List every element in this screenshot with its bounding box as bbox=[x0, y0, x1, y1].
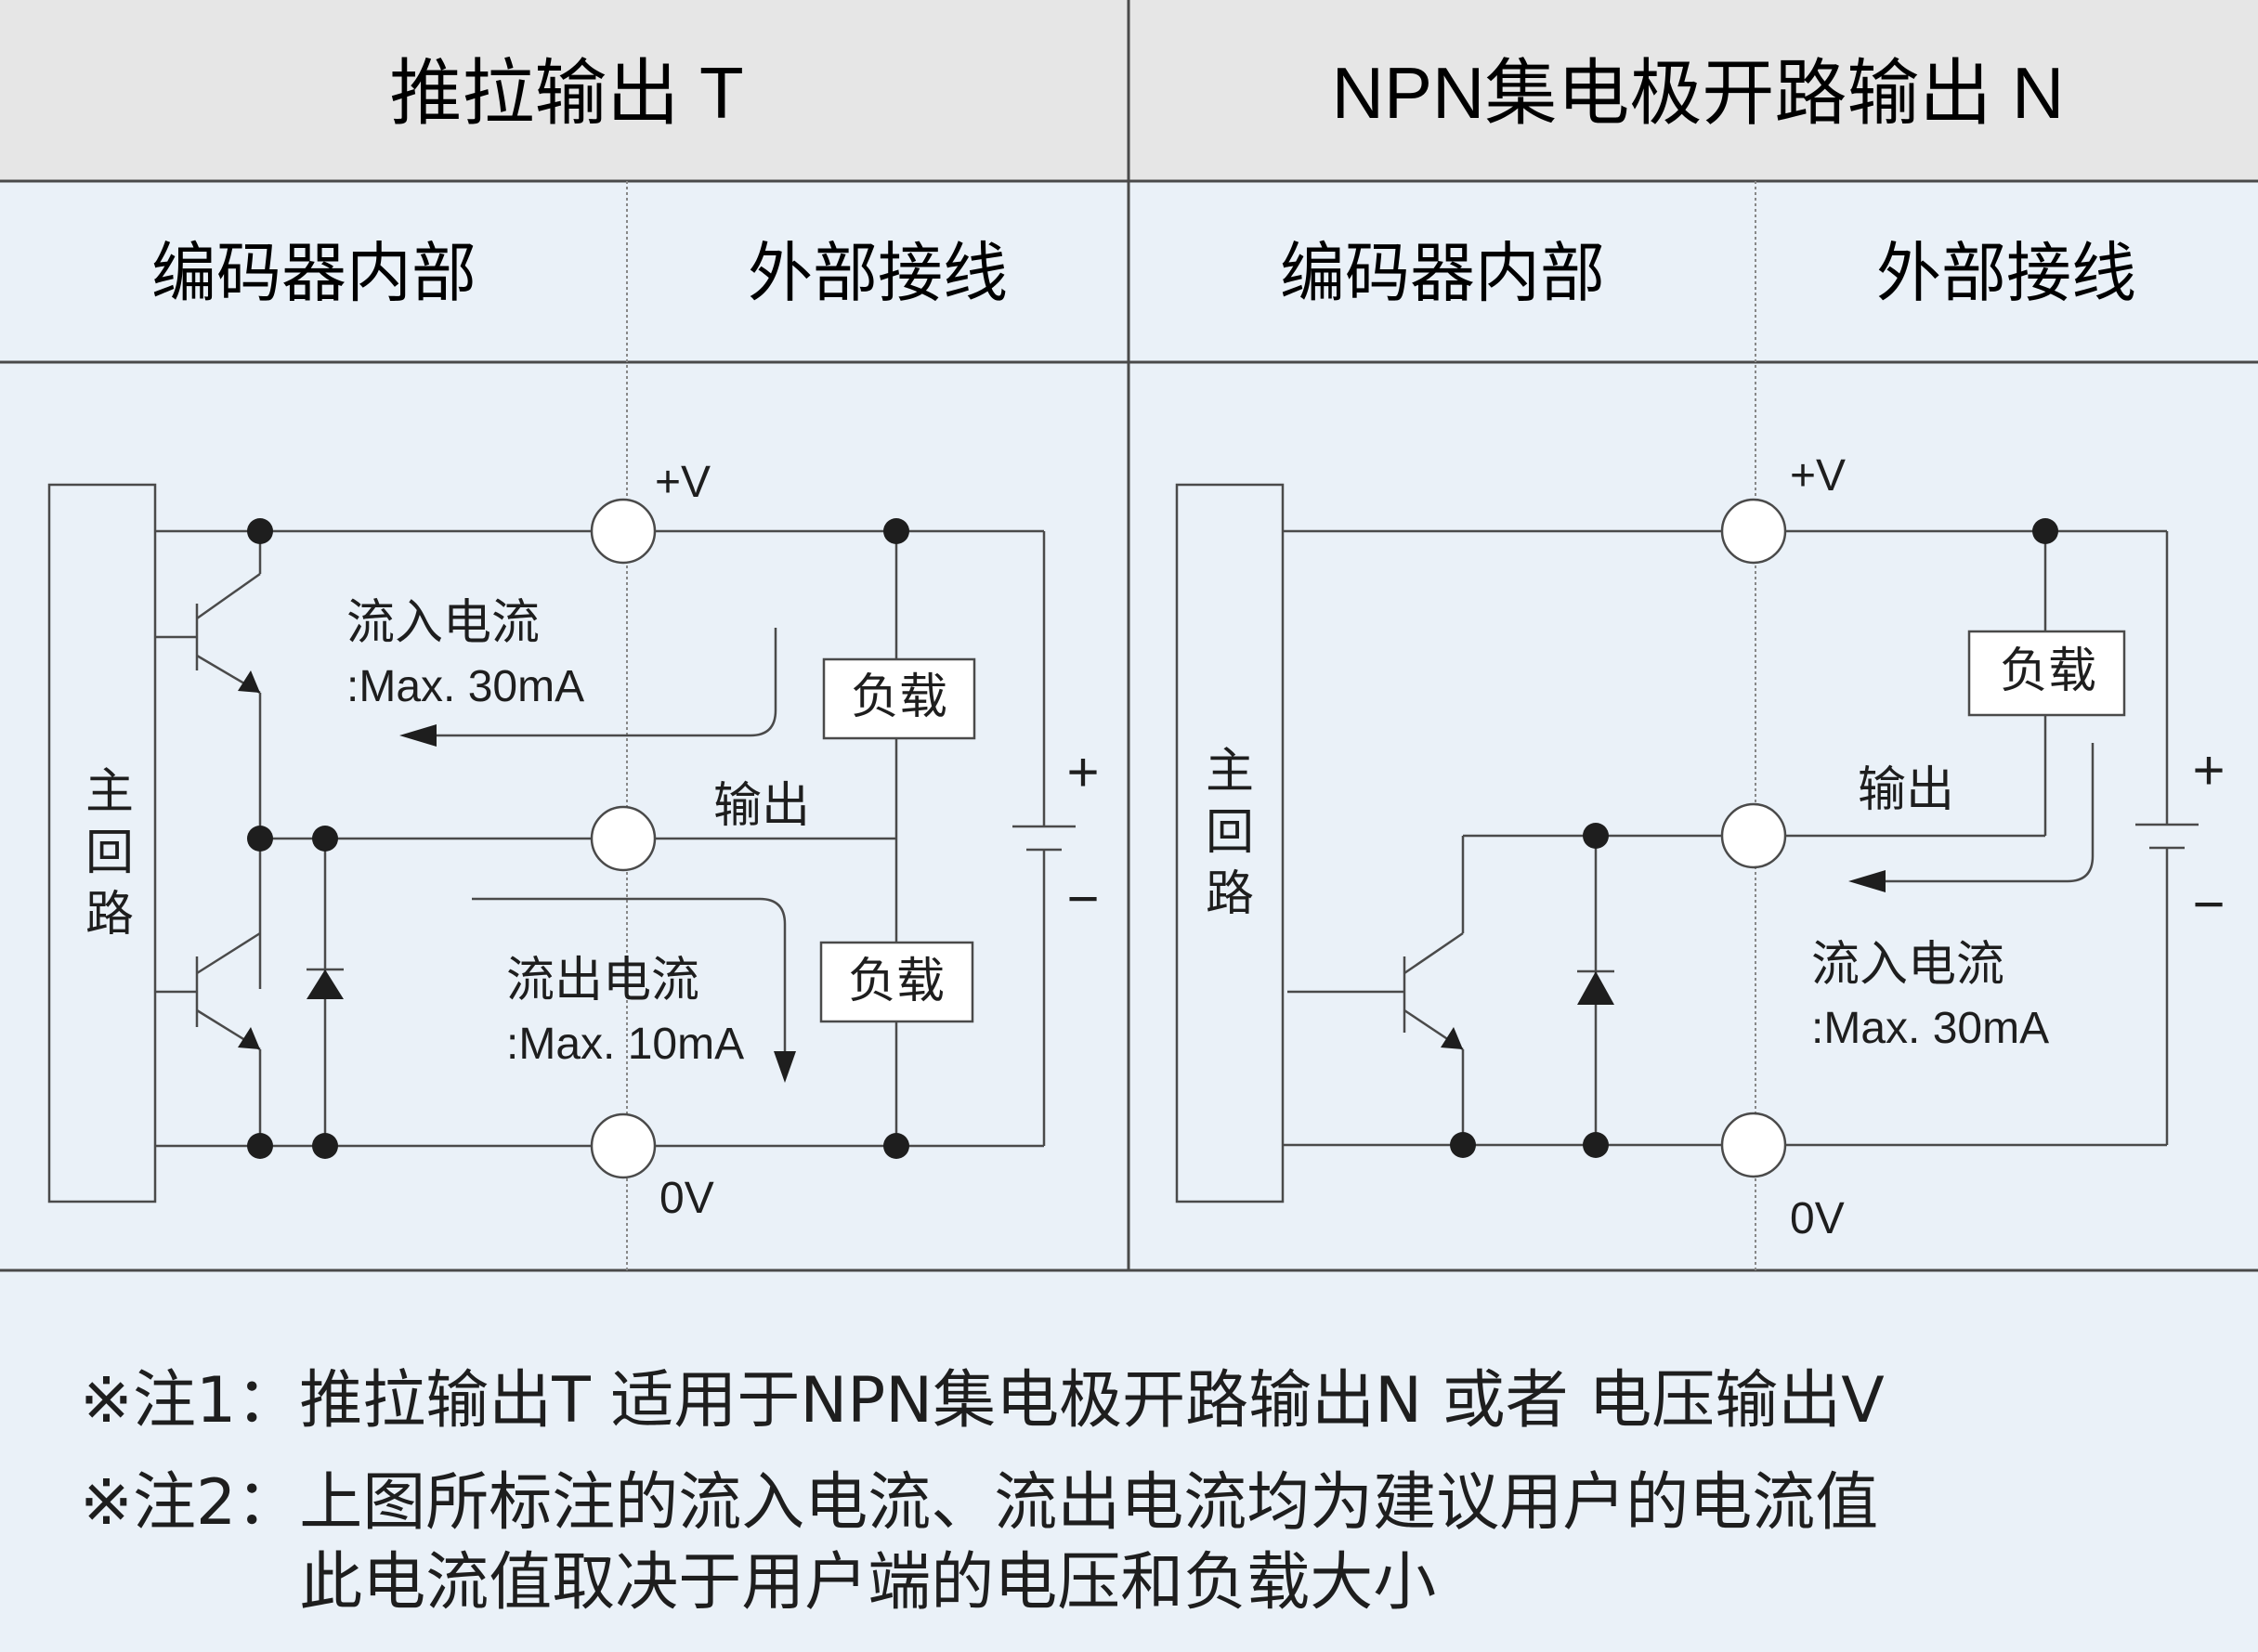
push-pull-circuit bbox=[47, 483, 1076, 1203]
main-circuit-char-1: 主 bbox=[85, 764, 134, 820]
push-pull-title: 推拉输出 T bbox=[389, 52, 743, 134]
output-label: 输出 bbox=[713, 778, 810, 834]
main-circuit-char-1: 主 bbox=[1206, 744, 1254, 800]
npn-circuit bbox=[1175, 483, 2199, 1203]
junction-dot bbox=[312, 826, 338, 852]
load-label: 负载 bbox=[2000, 644, 2096, 699]
junction-dot bbox=[883, 1133, 909, 1159]
right-external-wiring-label: 外部接线 bbox=[1876, 235, 2136, 311]
output-terminal bbox=[1720, 802, 1787, 869]
sink-current-max: :Max. 30mA bbox=[1811, 1004, 2049, 1053]
junction-dot bbox=[1583, 1132, 1609, 1158]
main-circuit-box bbox=[1175, 483, 1285, 1203]
main-circuit-char-3: 路 bbox=[1206, 866, 1254, 922]
output-label: 输出 bbox=[1858, 762, 1954, 818]
main-circuit-char-2: 回 bbox=[1206, 805, 1254, 861]
diode-triangle bbox=[307, 969, 344, 999]
push-pull-marks bbox=[238, 498, 909, 1179]
battery-minus-label: − bbox=[2192, 873, 2225, 935]
junction-dot bbox=[1583, 823, 1609, 849]
battery-plus-label: + bbox=[1066, 741, 1099, 803]
note-1-text: 推拉输出T 适用于NPN集电极开路输出N 或者 电压输出V bbox=[299, 1364, 1885, 1437]
sink-current-label: 流入电流 bbox=[1811, 937, 2004, 993]
sink-current-arrowhead bbox=[399, 724, 437, 747]
load-label-bottom: 负载 bbox=[848, 954, 945, 1009]
zero-v-label: 0V bbox=[1790, 1194, 1845, 1243]
battery-plus-label: + bbox=[2192, 739, 2225, 801]
source-current-label: 流出电流 bbox=[506, 953, 699, 1008]
right-encoder-internal-label: 编码器内部 bbox=[1280, 235, 1605, 311]
note-2: ※注2： 上图所标注的流入电流、流出电流均为建议用户的电流值 此电流值取决于用户… bbox=[80, 1463, 2216, 1623]
junction-dot bbox=[883, 518, 909, 544]
diode-triangle bbox=[1577, 971, 1614, 1005]
sink-current-arrowhead bbox=[1848, 870, 1886, 892]
main-circuit-char-2: 回 bbox=[85, 826, 134, 881]
junction-dot bbox=[247, 826, 273, 852]
npn-labels: 主 回 路 +V 0V 输出 流入电流 :Max. 30mA 负载 + − bbox=[1206, 451, 2225, 1243]
source-current-arrow-path bbox=[472, 897, 787, 1057]
junction-dot bbox=[312, 1133, 338, 1159]
sink-current-arrow-path bbox=[1883, 743, 2095, 883]
transistor-emitter-arrow bbox=[1441, 1027, 1463, 1049]
battery-minus-label: − bbox=[1066, 867, 1099, 930]
npn-title: NPN集电极开路输出 N bbox=[1332, 52, 2065, 134]
junction-dot bbox=[247, 518, 273, 544]
sink-current-max: :Max. 30mA bbox=[346, 662, 584, 711]
source-current-max: :Max. 10mA bbox=[506, 1020, 744, 1069]
zero-v-terminal bbox=[1720, 1112, 1787, 1178]
sink-current-label: 流入电流 bbox=[346, 595, 540, 651]
left-encoder-internal-label: 编码器内部 bbox=[151, 235, 476, 311]
transistor-collector bbox=[1403, 931, 1464, 975]
output-terminal bbox=[590, 805, 657, 872]
load-box bbox=[1967, 630, 2126, 717]
source-current-arrowhead bbox=[774, 1051, 796, 1083]
lower-transistor-collector bbox=[196, 931, 261, 975]
note-2-mark: ※注2： bbox=[80, 1466, 300, 1540]
note-1-mark: ※注1： bbox=[80, 1364, 300, 1437]
load-box-top bbox=[822, 657, 976, 740]
note-2-text: 上图所标注的流入电流、流出电流均为建议用户的电流值 此电流值取决于用户端的电压和… bbox=[299, 1466, 1879, 1619]
load-label-top: 负载 bbox=[851, 670, 947, 725]
upper-transistor-emitter-arrow bbox=[238, 670, 260, 693]
load-box-bottom bbox=[819, 941, 974, 1023]
vplus-label: +V bbox=[655, 458, 711, 507]
vplus-label: +V bbox=[1790, 451, 1846, 501]
main-circuit-char-3: 路 bbox=[85, 887, 134, 943]
npn-marks bbox=[1441, 498, 2058, 1178]
sink-current-arrow-path bbox=[435, 628, 777, 737]
junction-dot bbox=[247, 1133, 273, 1159]
lower-transistor-emitter-arrow bbox=[238, 1027, 260, 1049]
vplus-terminal bbox=[1720, 498, 1787, 565]
push-pull-labels: 主 回 路 +V 0V 输出 流入电流 :Max. 30mA 流出电流 :Max… bbox=[85, 458, 1100, 1223]
main-circuit-box bbox=[47, 483, 157, 1203]
junction-dot bbox=[1450, 1132, 1476, 1158]
junction-dot bbox=[2032, 518, 2058, 544]
note-1: ※注1： 推拉输出T 适用于NPN集电极开路输出N 或者 电压输出V bbox=[80, 1361, 2216, 1441]
vplus-terminal bbox=[590, 498, 657, 565]
zero-v-terminal bbox=[590, 1112, 657, 1179]
notes: ※注1： 推拉输出T 适用于NPN集电极开路输出N 或者 电压输出V ※注2： … bbox=[80, 1361, 2216, 1623]
upper-transistor-collector bbox=[196, 572, 261, 620]
zero-v-label: 0V bbox=[659, 1174, 714, 1223]
left-external-wiring-label: 外部接线 bbox=[748, 235, 1008, 311]
